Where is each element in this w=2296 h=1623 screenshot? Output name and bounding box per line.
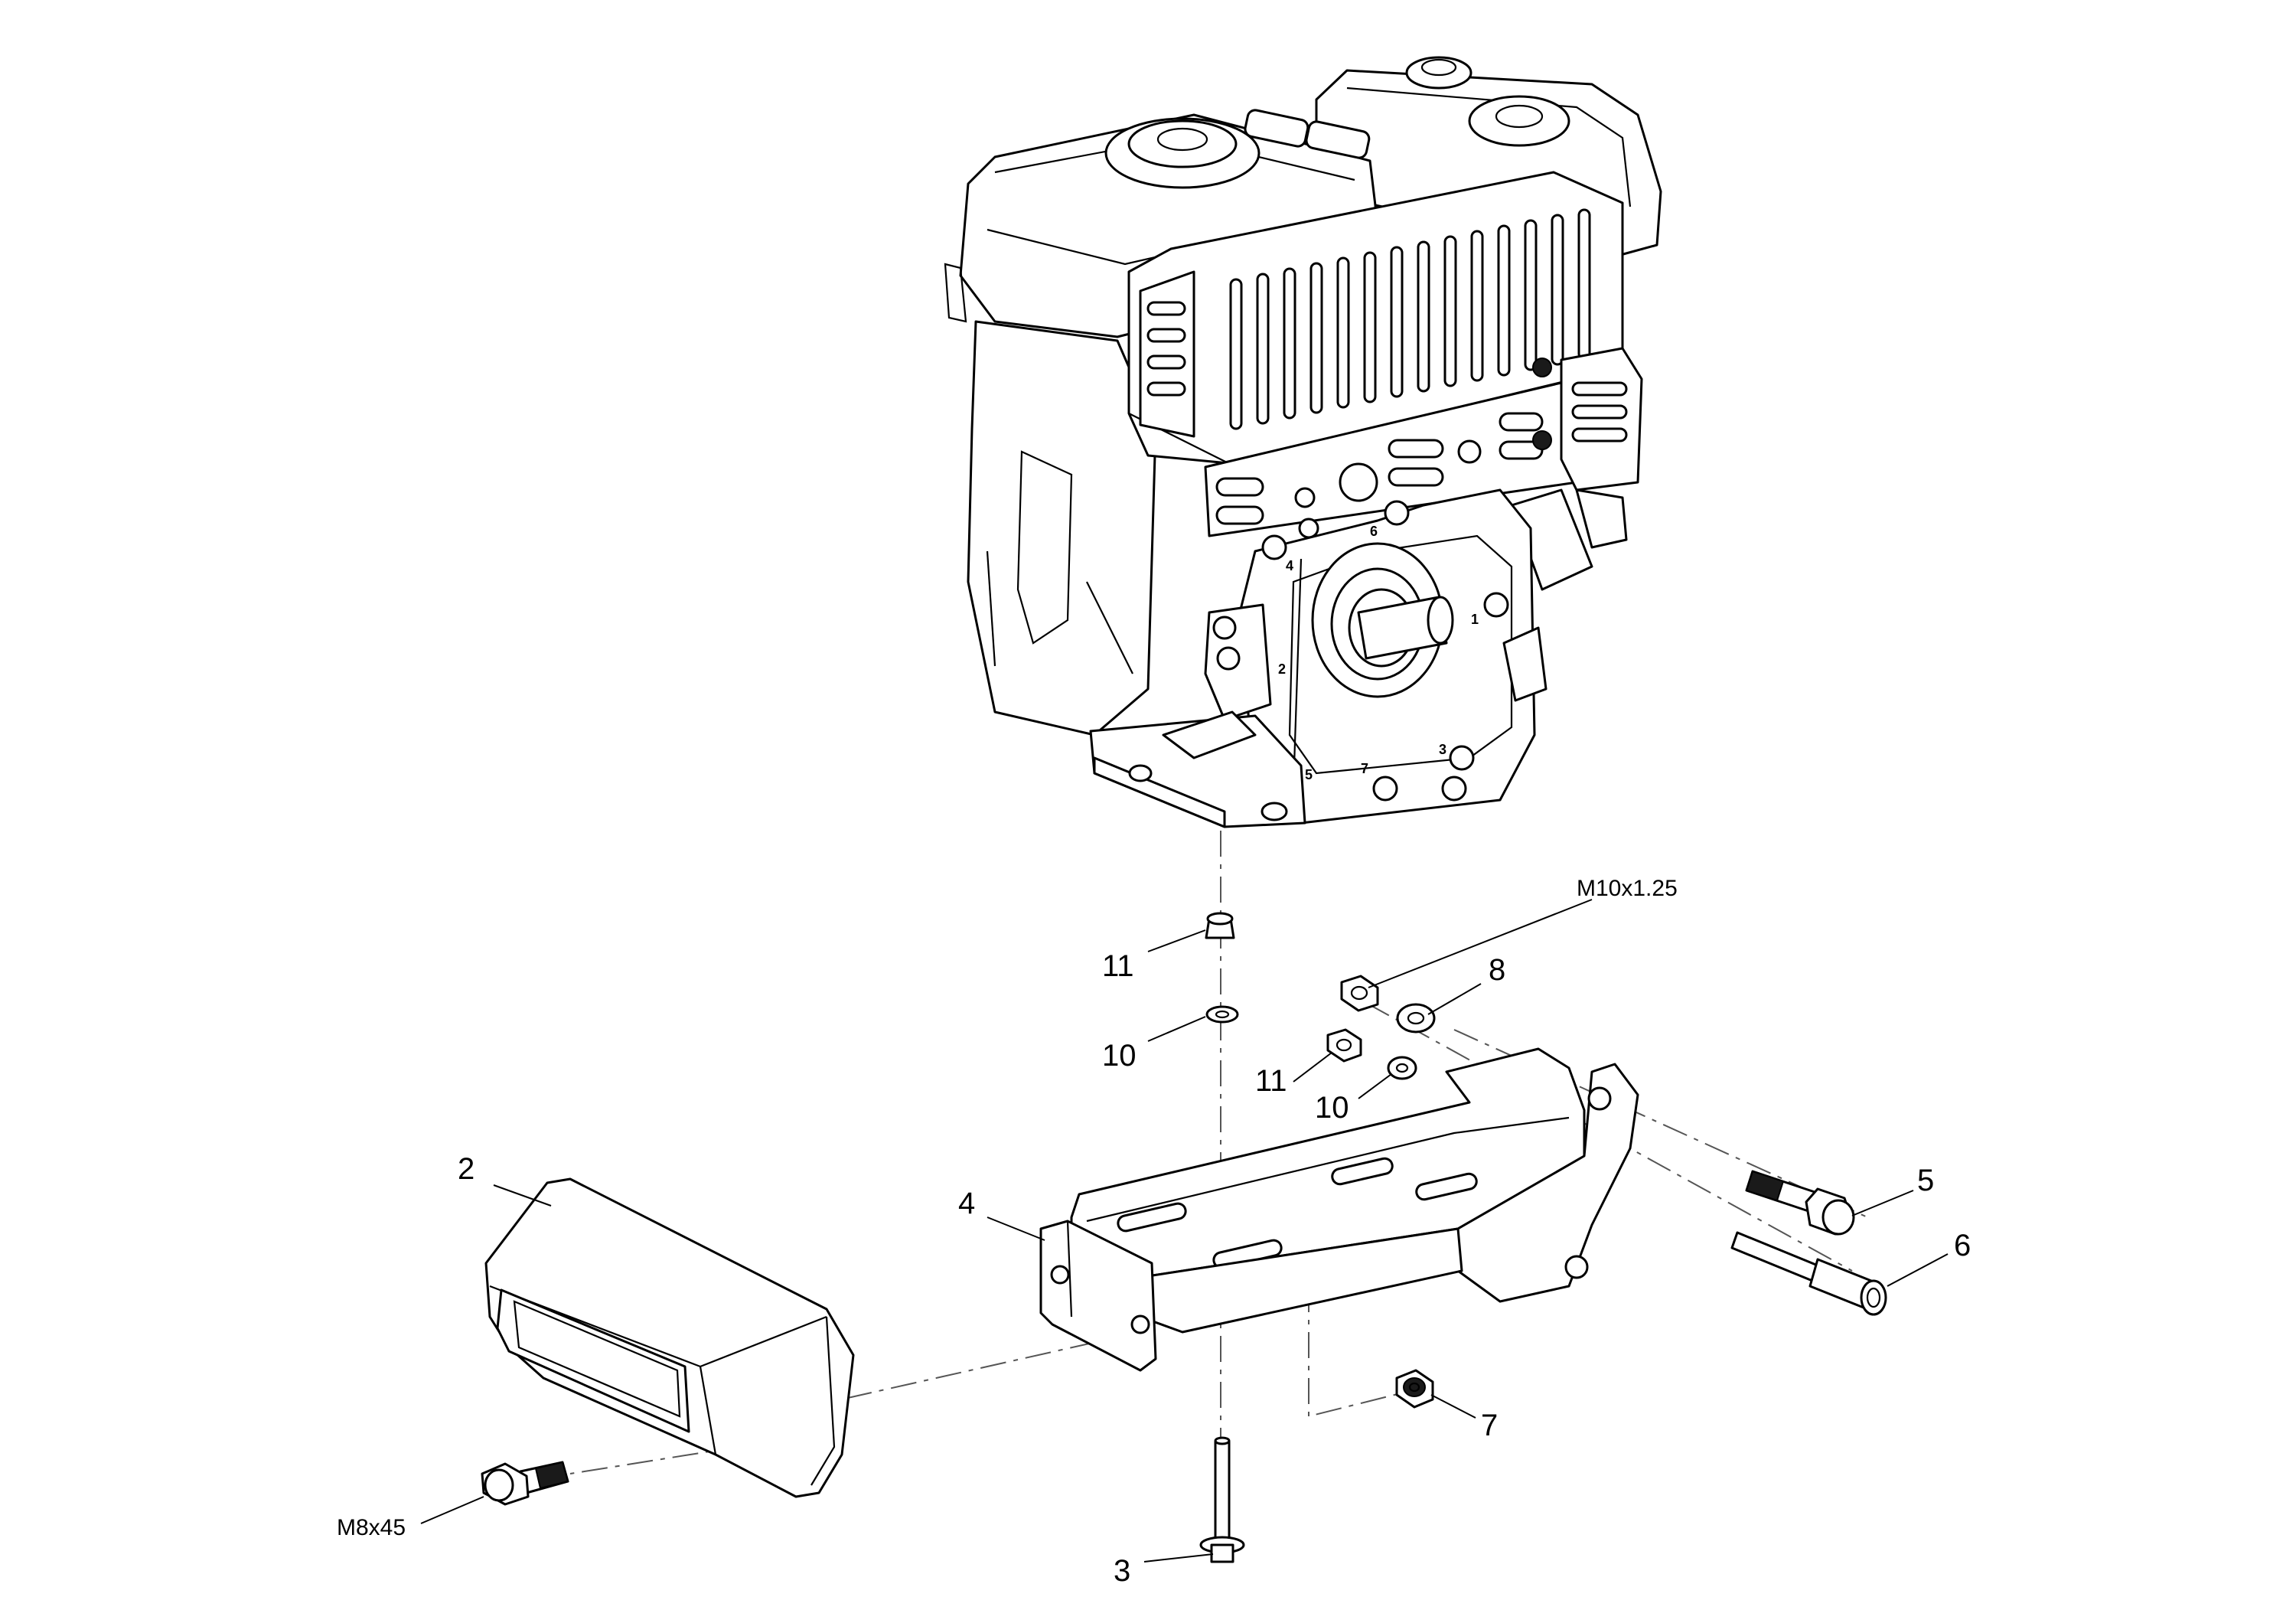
- callout-m10x1-25: M10x1.25: [1577, 876, 1678, 901]
- leader-lines: [420, 899, 1949, 1563]
- callout-10-right: 10: [1315, 1091, 1349, 1125]
- item-5-bolt: [1745, 1170, 1855, 1236]
- m8x45-bolt: [481, 1461, 569, 1506]
- item-2-guard-cover: [484, 1177, 855, 1498]
- engine-stamp-6: 6: [1370, 524, 1378, 539]
- engine-stamp-4: 4: [1286, 558, 1293, 573]
- heat-shield-vents-left: [1146, 301, 1186, 397]
- callout-m8x45: M8x45: [337, 1515, 406, 1540]
- item-7-nut: [1395, 1369, 1434, 1409]
- callout-11-right: 11: [1255, 1064, 1287, 1098]
- item-8-washer: [1396, 1003, 1436, 1034]
- callout-7: 7: [1481, 1409, 1498, 1442]
- item-3-bolt: [1199, 1436, 1245, 1563]
- item-11-nut-right: [1326, 1028, 1362, 1063]
- heat-shield-vents-front: [1229, 208, 1591, 430]
- engine-stamp-7: 7: [1361, 761, 1368, 776]
- pto-shaft: [1311, 542, 1454, 698]
- callout-8: 8: [1489, 953, 1505, 987]
- fuel-cap: [1405, 56, 1473, 90]
- callout-6: 6: [1954, 1229, 1971, 1262]
- crankcase-gasket-face: [1288, 534, 1513, 775]
- callout-5: 5: [1917, 1164, 1934, 1197]
- item-4-mount-bracket: [1039, 1047, 1639, 1372]
- item-11-nut-center: [1205, 912, 1235, 939]
- callout-3: 3: [1114, 1554, 1130, 1588]
- engine-stamp-3: 3: [1439, 742, 1446, 757]
- callout-labels: 11 10 M10x1.25 8 11 10 2 4 5 6 7 M8x45 3: [337, 876, 1971, 1588]
- engine-stamp-5: 5: [1305, 767, 1313, 782]
- item-10-washer-center: [1205, 1005, 1239, 1024]
- engine-stamp-1: 1: [1471, 612, 1479, 627]
- callout-4: 4: [958, 1187, 975, 1220]
- callout-11-center: 11: [1102, 949, 1134, 983]
- item-6-pin: [1730, 1231, 1887, 1316]
- item-m10-nut: [1340, 975, 1379, 1012]
- item-10-washer-right: [1387, 1056, 1417, 1080]
- engine-stamp-2: 2: [1278, 661, 1286, 677]
- engine-assembly: 4 6 1 2 3 5 7: [944, 56, 1662, 828]
- callout-2: 2: [458, 1152, 475, 1186]
- callout-10-center: 10: [1102, 1039, 1137, 1073]
